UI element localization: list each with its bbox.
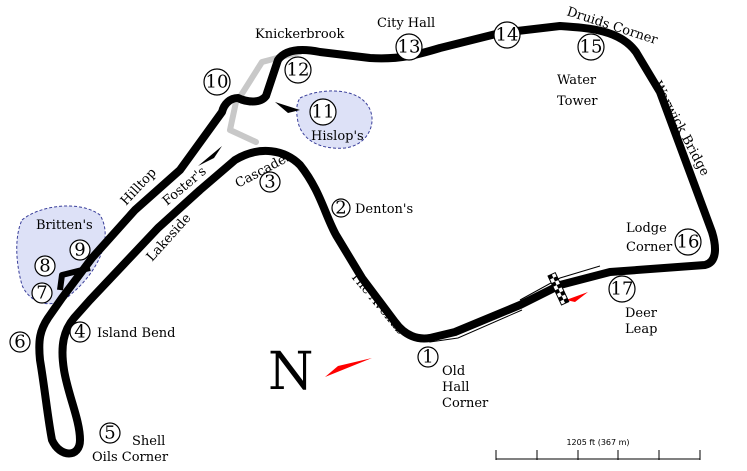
direction-arrow-hislops — [275, 102, 300, 113]
corner-number: 2 — [335, 198, 346, 219]
corner-number: 12 — [287, 60, 310, 81]
corner-9: 9 — [69, 239, 91, 261]
direction-arrow-fosters — [198, 146, 222, 166]
corner-4: 4 — [69, 321, 91, 343]
corner-number: 10 — [206, 72, 229, 93]
corner-8: 8 — [34, 255, 56, 277]
label-city-hall: City Hall — [377, 16, 435, 31]
hislops-chicane — [237, 97, 266, 106]
corner-17: 17 — [608, 275, 636, 303]
pit-lane-line — [519, 265, 601, 301]
corner-6: 6 — [9, 331, 31, 353]
label-the-avenue: The Avenue — [347, 269, 408, 338]
corner-14: 14 — [493, 21, 521, 49]
finish-line-flag — [547, 271, 570, 306]
label-hislops: Hislop's — [311, 129, 364, 144]
direction-arrow-start — [566, 292, 588, 302]
old-track-line — [394, 309, 523, 343]
corner-11: 11 — [309, 98, 337, 126]
corner-number: 9 — [74, 240, 85, 261]
corner-number: 7 — [36, 283, 47, 304]
corner-number: 4 — [74, 322, 85, 343]
label-warwick-bridge: Warwick Bridge — [649, 79, 712, 179]
corner-number: 8 — [39, 256, 50, 277]
corner-15: 15 — [577, 33, 605, 61]
corner-16: 16 — [674, 228, 702, 256]
corner-5: 5 — [99, 422, 121, 444]
corner-number: 14 — [496, 25, 519, 46]
label-brittens: Britten's — [36, 218, 93, 233]
corner-number: 17 — [611, 279, 634, 300]
north-label: N — [268, 342, 314, 402]
track-outline — [35, 22, 719, 458]
label-knickerbrook: Knickerbrook — [255, 27, 344, 42]
corner-number: 15 — [580, 37, 603, 58]
corner-number: 5 — [104, 423, 115, 444]
corner-number: 13 — [398, 37, 421, 58]
corner-2: 2 — [331, 198, 351, 219]
corner-number: 6 — [14, 332, 25, 353]
corner-number: 11 — [312, 102, 335, 123]
corner-10: 10 — [203, 68, 231, 96]
corner-number: 1 — [422, 347, 433, 368]
scale-bar: 1205 ft (367 m) — [495, 438, 701, 460]
corner-12: 12 — [284, 56, 312, 84]
brittens-zone — [16, 205, 106, 305]
scale-label: 1205 ft (367 m) — [566, 438, 629, 447]
corner-number: 3 — [264, 172, 275, 193]
corner-13: 13 — [395, 33, 423, 61]
label-island-bend: Island Bend — [97, 326, 175, 341]
corner-1: 1 — [417, 346, 439, 368]
north-arrow-icon — [325, 358, 372, 377]
corner-3: 3 — [259, 171, 281, 193]
brittens-chicane — [57, 265, 91, 291]
corner-number: 16 — [677, 232, 700, 253]
label-dentons: Denton's — [355, 202, 413, 217]
corner-7: 7 — [31, 282, 53, 304]
